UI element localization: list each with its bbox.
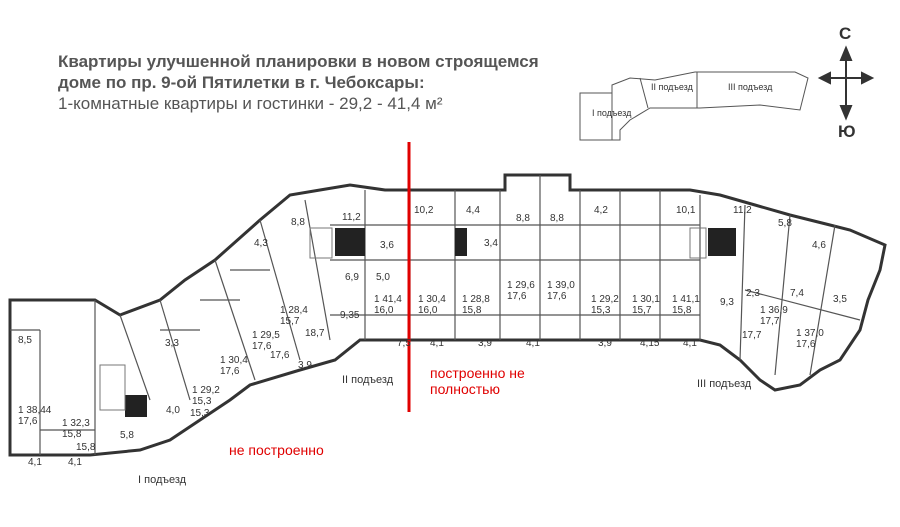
top-dim: 11,2: [733, 205, 752, 216]
building-outline: [8, 173, 887, 457]
room-dim: 15,3: [190, 408, 210, 419]
partition-walls: [10, 175, 861, 455]
bottom-dim: 4,1: [68, 457, 82, 468]
partially-built-note-line2: полностью: [430, 381, 500, 397]
key-plan: [579, 71, 809, 141]
compass-north-label: С: [839, 24, 852, 43]
partially-built-note-line1: построенно не: [430, 365, 525, 381]
room-dim: 15,8: [76, 442, 96, 453]
room-dim: 5,0: [376, 272, 390, 283]
top-dim: 8,8: [516, 213, 530, 224]
top-dim: 10,1: [676, 205, 696, 216]
stairwells: [125, 228, 736, 417]
room-dim: 3,4: [484, 238, 498, 249]
bottom-dim: 4,1: [28, 457, 42, 468]
bottom-dim: 3,9: [598, 338, 612, 349]
top-dim: 4,4: [466, 205, 480, 216]
top-dim: 5,8: [778, 218, 792, 229]
room-dim: 5,8: [120, 430, 134, 441]
bottom-dim: 4,15: [640, 338, 660, 349]
room-dim: 9,35: [340, 310, 360, 321]
room-dim: 4,6: [812, 240, 826, 251]
room-dim: 8,5: [18, 335, 32, 346]
room-dim: 17,7: [742, 330, 762, 341]
top-dim: 8,8: [550, 213, 564, 224]
room-dim: 7,4: [790, 288, 804, 299]
bottom-dim: 3,9: [478, 338, 492, 349]
top-dim: 11,2: [342, 212, 361, 223]
room-dim: 3,5: [833, 294, 847, 305]
bottom-dim: 4,1: [430, 338, 444, 349]
plan-title-line2: доме по пр. 9-ой Пятилетки в г. Чебоксар…: [58, 73, 425, 92]
room-dim: 9,3: [720, 297, 734, 308]
keyplan-entrance-2: II подъезд: [651, 82, 693, 92]
plan-title-line1: Квартиры улучшенной планировки в новом с…: [58, 52, 539, 71]
entrance-1-label: I подъезд: [138, 474, 187, 486]
plan-subtitle: 1-комнатные квартиры и гостинки - 29,2 -…: [58, 94, 443, 113]
bottom-dim: 3,9: [298, 360, 312, 371]
room-dim: 6,9: [345, 272, 359, 283]
room-dim: 3,3: [165, 338, 179, 349]
not-built-note: не построенно: [229, 442, 324, 458]
bottom-dim: 4,1: [683, 338, 697, 349]
compass-arrows: [817, 45, 875, 121]
top-dim: 10,2: [414, 205, 434, 216]
room-dim: 17,6: [270, 350, 290, 361]
top-dim: 8,8: [291, 217, 305, 228]
compass-south-label: Ю: [838, 122, 856, 141]
keyplan-entrance-1: I подъезд: [592, 108, 632, 118]
bottom-dim: 7,5: [397, 338, 411, 349]
keyplan-entrance-3: III подъезд: [728, 82, 773, 92]
top-dim: 4,2: [594, 205, 608, 216]
room-dim: 18,7: [305, 328, 325, 339]
room-dim: 4,3: [254, 238, 268, 249]
bottom-dim: 4,1: [526, 338, 540, 349]
entrance-2-label: II подъезд: [342, 374, 394, 386]
room-dim: 3,6: [380, 240, 394, 251]
room-dim: 2,3: [746, 288, 760, 299]
room-dim: 4,0: [166, 405, 180, 416]
entrance-3-label: III подъезд: [697, 378, 752, 390]
